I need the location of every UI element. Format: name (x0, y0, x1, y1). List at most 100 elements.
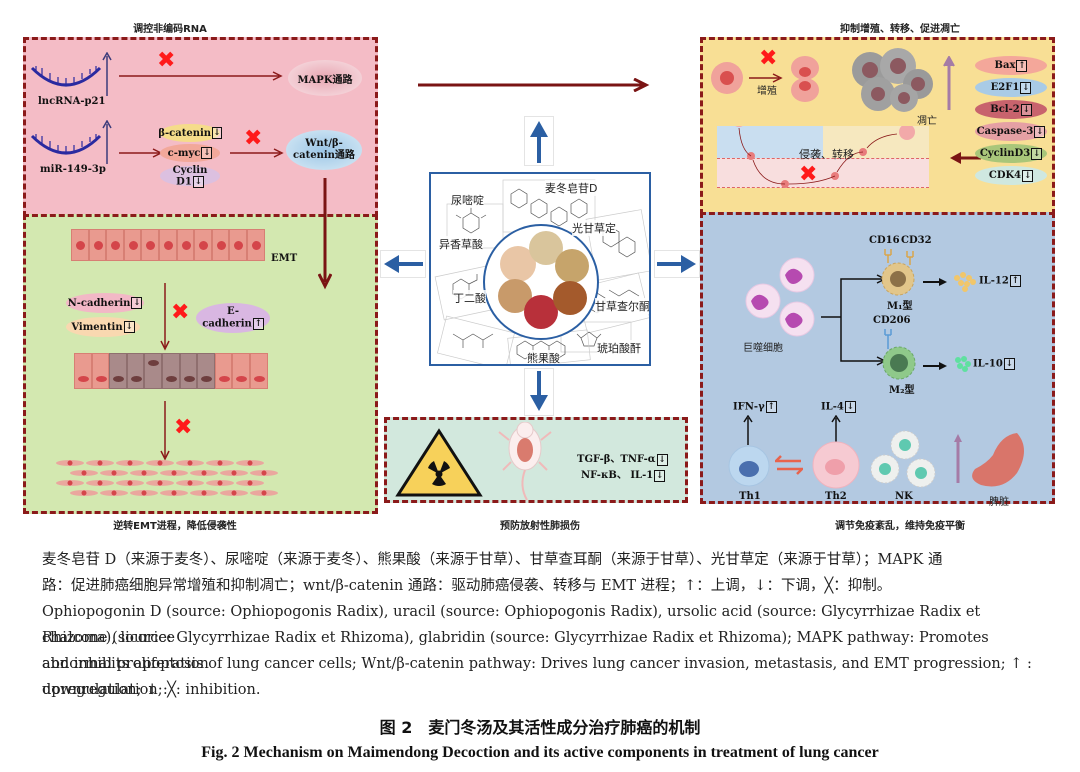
rat-lung-illustration (498, 422, 552, 501)
up-arrow-icon (943, 56, 955, 110)
apoptosis-marker: CDK4↓ (975, 166, 1047, 185)
compound-label: 琥珀酸酐 (597, 340, 641, 356)
radiation-panel-title: 预防放射性肺损伤 (500, 521, 580, 532)
cell-nucleus (261, 470, 267, 476)
cell-nucleus (201, 470, 207, 476)
cell-nucleus (187, 480, 193, 486)
pathway-arrow (119, 71, 283, 81)
compound-label: 尿嘧啶 (451, 192, 484, 208)
cell-nucleus (217, 460, 223, 466)
arrow-left-icon (384, 255, 423, 273)
epithelial-cell (74, 353, 92, 389)
arrow-down-box (524, 368, 554, 416)
epithelial-cell (91, 353, 110, 389)
epithelial-cell (71, 229, 89, 261)
epithelial-cell (176, 229, 195, 261)
radiation-hazard-icon (395, 428, 483, 497)
apoptosis-panel-title: 抑制增殖、转移、促进凋亡 (840, 24, 960, 35)
cell-nucleus (127, 460, 133, 466)
arrow-right-box (654, 250, 700, 278)
radiation-markers-line1: TGF-β、TNF-α↓ (577, 453, 668, 466)
il10-label: IL-10↓ (973, 358, 1015, 370)
mesenchymal-transition-cell (197, 353, 215, 389)
cell-nucleus (97, 480, 103, 486)
caption-en-line4: downregulation; ╳: inhibition. (42, 682, 261, 698)
apoptosis-marker: CyclinD3↓ (975, 144, 1047, 163)
up-arrow-icon (102, 120, 112, 164)
mesenchymal-transition-cell (109, 353, 127, 389)
il10-cytokine-icon (955, 356, 971, 372)
apoptosis-marker: Caspase-3↓ (975, 122, 1047, 141)
mesenchymal-transition-cell (179, 353, 198, 389)
cd16-label: CD16 (869, 235, 900, 246)
vessel-illustration (717, 126, 929, 196)
epithelial-cell (141, 229, 159, 261)
up-arrow-icon (743, 415, 753, 445)
apoptotic-cells-illustration (852, 48, 933, 112)
epithelial-cell (214, 353, 233, 389)
e-cadherin-marker: E- cadherin↑ (196, 303, 270, 333)
figure-title-en: Fig. 2 Mechanism on Maimendong Decoction… (201, 744, 879, 761)
caption-en-line2: chalcone (source: Glycyrrhizae Radix et … (42, 630, 989, 672)
mesenchymal-transition-cell (126, 353, 145, 389)
cell-nucleus (157, 460, 163, 466)
epithelial-cell (247, 229, 265, 261)
epithelial-cell-row (71, 229, 265, 261)
nk-cells-icon (870, 430, 936, 488)
epithelial-cell (250, 353, 268, 389)
inhibit-x-icon: ✖ (759, 46, 778, 71)
pathway-arrow (119, 148, 163, 158)
arrow-left-box (380, 250, 426, 278)
herb-bowl (555, 249, 589, 283)
pathway-arrow (230, 148, 284, 158)
lncrna-label: lncRNA-p21 (38, 96, 106, 107)
chemical-structures-illustration (434, 179, 649, 364)
th1-label: Th1 (739, 491, 761, 502)
th1-cell-icon (728, 445, 770, 487)
cell-nucleus (76, 241, 85, 250)
compound-label: 光甘草定 (572, 220, 616, 236)
mesenchymal-transition-cell (162, 353, 180, 389)
cell-nucleus (146, 241, 156, 250)
up-arrow-icon (954, 434, 962, 483)
up-arrow-icon (102, 52, 112, 96)
transitioning-cell-row (74, 353, 268, 389)
cell-nucleus (166, 376, 177, 382)
vimentin-marker: Vimentin↓ (66, 317, 140, 337)
radiation-markers-line2: NF-κB、 IL-1↓ (581, 469, 666, 482)
cell-nucleus (141, 470, 147, 476)
n-cadherin-marker: N-cadherin↓ (66, 293, 144, 313)
th2-cell-icon (812, 441, 860, 489)
figure-title-cn: 图 2 麦门冬汤及其活性成分治疗肺癌的机制 (379, 718, 701, 737)
inhibit-x-icon: ✖ (157, 48, 176, 73)
herb-bowl (529, 231, 563, 265)
central-compounds-box: 麦冬皂苷D 尿嘧啶 光甘草定 异香草酸 丁二酸 甘草查尔酮 琥珀酸酐 熊果酸 (429, 172, 651, 366)
wnt-to-emt-arrow (318, 178, 332, 290)
cell-nucleus (187, 460, 193, 466)
cell-proliferation-illustration (711, 56, 819, 102)
balance-arrows-icon (775, 455, 803, 475)
process-arrow (160, 283, 170, 351)
emt-panel: EMT N-cadherin↓ Vimentin↓ ✖ E- cadherin↑… (23, 214, 378, 514)
arrow-up-icon (530, 121, 548, 163)
ncrna-panel: lncRNA-p21 ✖ MAPK通路 miR-149-3p β-catenin… (23, 37, 378, 217)
cell-nucleus (231, 490, 237, 496)
cell-nucleus (127, 480, 133, 486)
emt-label: EMT (271, 253, 298, 264)
cell-nucleus (111, 490, 117, 496)
cell-nucleus (216, 241, 226, 250)
cell-nucleus (247, 460, 253, 466)
cell-nucleus (231, 470, 237, 476)
cell-nucleus (81, 470, 87, 476)
cmyc-marker: c-myc↓ (160, 144, 220, 162)
cell-nucleus (111, 241, 121, 250)
apoptosis-marker: E2F1↓ (975, 78, 1047, 97)
cell-nucleus (164, 241, 173, 250)
compound-label: 甘草查尔酮 (595, 298, 650, 314)
cyclin-d1-marker: Cyclin D1↓ (160, 165, 220, 188)
inhibit-x-icon: ✖ (799, 162, 818, 187)
arrow-up-box (524, 116, 554, 166)
cell-nucleus (199, 241, 209, 250)
caption-cn-line1: 麦冬皂苷 D（来源于麦冬）、尿嘧啶（来源于麦冬）、熊果酸（来源于甘草）、甘草查耳… (42, 552, 943, 568)
epithelial-cell (159, 229, 177, 261)
